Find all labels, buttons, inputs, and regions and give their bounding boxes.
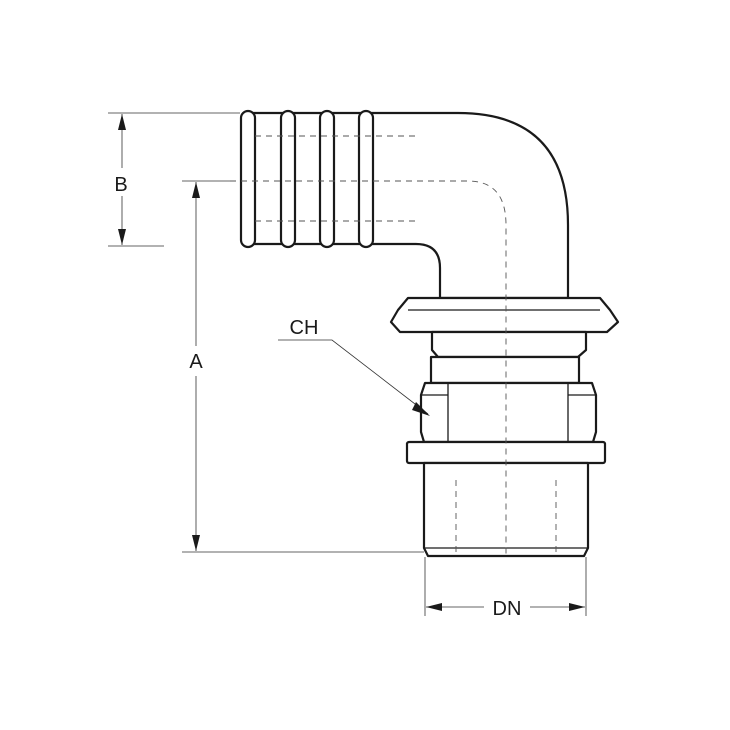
dimension-b-label: B — [114, 174, 127, 196]
dimension-dn-arrow-left — [426, 603, 442, 611]
dimension-dn: DN — [424, 557, 587, 620]
neck — [429, 355, 581, 385]
dimension-a-label: A — [189, 351, 203, 373]
dimension-ch-leader — [278, 339, 429, 415]
dimension-dn-label: DN — [493, 598, 522, 620]
barb-end — [239, 109, 375, 249]
dimension-ch-arrow — [412, 402, 430, 416]
dimension-dn-arrow-right — [569, 603, 585, 611]
hex-nut — [419, 381, 598, 444]
dimension-b-arrow-top — [118, 114, 126, 130]
dimension-a-arrow-bottom — [192, 535, 200, 551]
hidden-bore-lines — [230, 135, 557, 556]
union-collar — [389, 296, 620, 359]
dimension-ch-label: CH — [290, 317, 319, 339]
dimension-b-arrow-bottom — [118, 229, 126, 245]
barb-rib-1 — [239, 109, 257, 249]
dimension-a-arrow-top — [192, 182, 200, 198]
threaded-end — [422, 461, 590, 558]
barb-rib-4 — [357, 109, 375, 249]
barb-rib-2 — [279, 109, 297, 249]
dimension-b: B — [108, 112, 240, 247]
dimension-ch: CH — [278, 317, 430, 416]
dimension-a: A — [182, 180, 424, 553]
barb-rib-3 — [318, 109, 336, 249]
